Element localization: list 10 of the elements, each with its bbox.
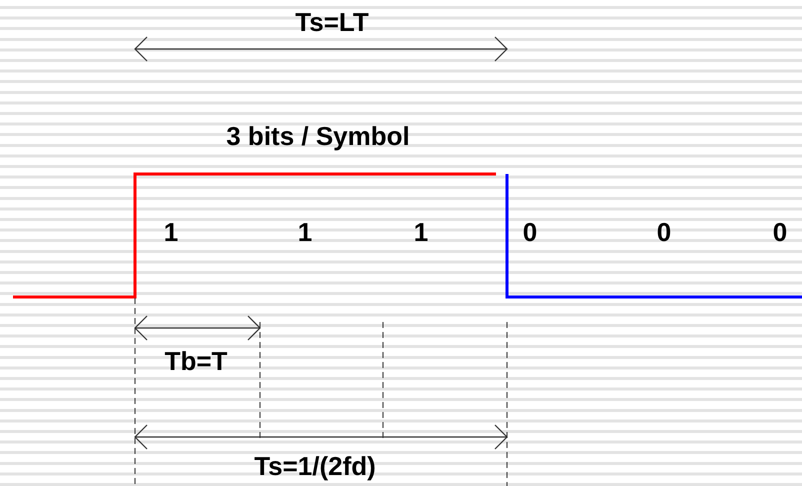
duration-label: Ts=LT	[295, 7, 369, 37]
heading: 3 bits / Symbol	[226, 121, 410, 151]
bit-value: 0	[772, 217, 788, 247]
bit-value: 0	[522, 217, 538, 247]
bit-value: 1	[298, 217, 312, 247]
bit-value: 0	[656, 217, 672, 247]
bit-value: 1	[414, 217, 428, 247]
duration-label: Ts=1/(2fd)	[254, 451, 376, 481]
bit-value: 1	[164, 217, 178, 247]
duration-label: Tb=T	[164, 346, 228, 376]
